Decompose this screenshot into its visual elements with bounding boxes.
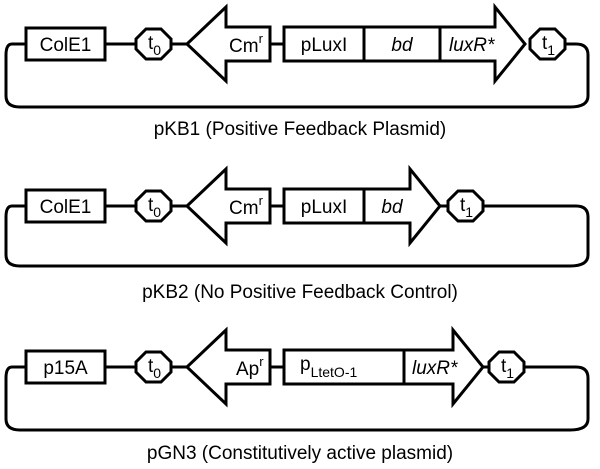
terminator-t0-icon: [134, 27, 173, 61]
terminator-t1-icon: [446, 189, 485, 223]
terminator-t0-label: t0: [148, 356, 161, 381]
promoter-label: pLuxI: [301, 197, 347, 218]
gene-bd-label: bd: [391, 35, 414, 56]
plasmid-caption: pGN3 (Constitutively active plasmid): [147, 443, 453, 464]
terminator-t1-label: t1: [460, 195, 473, 220]
promoter-box: [282, 25, 366, 63]
origin-label: p15A: [43, 358, 88, 379]
resistance-gene-arrow: [184, 165, 272, 247]
gene-bd-label: bd: [381, 197, 404, 218]
plasmid-pgn3: p15A t0 Apr pLtetO-1 luxR* t1 pGN3 (Cons…: [4, 325, 590, 464]
backbone-loop: [4, 365, 590, 432]
terminator-t0-label: t0: [148, 195, 161, 220]
terminator-t0-icon: [134, 350, 173, 384]
terminator-t1-label: t1: [542, 33, 555, 58]
gene-luxr-arrow: [438, 2, 527, 86]
promoter-label: pLuxI: [301, 35, 347, 56]
gene-luxr-label: luxR*: [449, 35, 495, 56]
promoter-box: [282, 348, 406, 386]
terminator-t1-label: t1: [501, 356, 514, 381]
gene-luxr-arrow: [402, 325, 485, 409]
plasmid-pkb1: ColE1 t0 Cmr pLuxI bd luxR* t1 pKB1 (Pos…: [4, 2, 590, 140]
gene-luxr-label: luxR*: [412, 358, 458, 379]
terminator-t1-icon: [487, 350, 526, 384]
resistance-label: Cmr: [229, 193, 264, 219]
origin-box: [24, 188, 107, 224]
backbone-loop: [4, 204, 590, 268]
terminator-t1-icon: [528, 27, 567, 61]
origin-label: ColE1: [40, 197, 92, 218]
backbone-loop: [4, 42, 590, 109]
terminator-t0-icon: [134, 189, 173, 223]
resistance-gene-arrow: [184, 3, 272, 85]
resistance-label: Cmr: [229, 31, 264, 57]
origin-box: [24, 349, 107, 385]
plasmid-caption: pKB1 (Positive Feedback Plasmid): [154, 119, 447, 140]
origin-box: [24, 26, 107, 62]
resistance-gene-arrow: [184, 326, 272, 408]
promoter-label: pLtetO-1: [300, 354, 357, 380]
terminator-t0-label: t0: [148, 33, 161, 58]
plasmid-pkb2: ColE1 t0 Cmr pLuxI bd t1 pKB2 (No Positi…: [4, 164, 590, 303]
resistance-label: Apr: [236, 354, 264, 380]
plasmid-caption: pKB2 (No Positive Feedback Control): [142, 282, 458, 303]
promoter-box: [282, 187, 366, 225]
origin-label: ColE1: [40, 35, 92, 56]
gene-bd-arrow: [362, 164, 442, 248]
